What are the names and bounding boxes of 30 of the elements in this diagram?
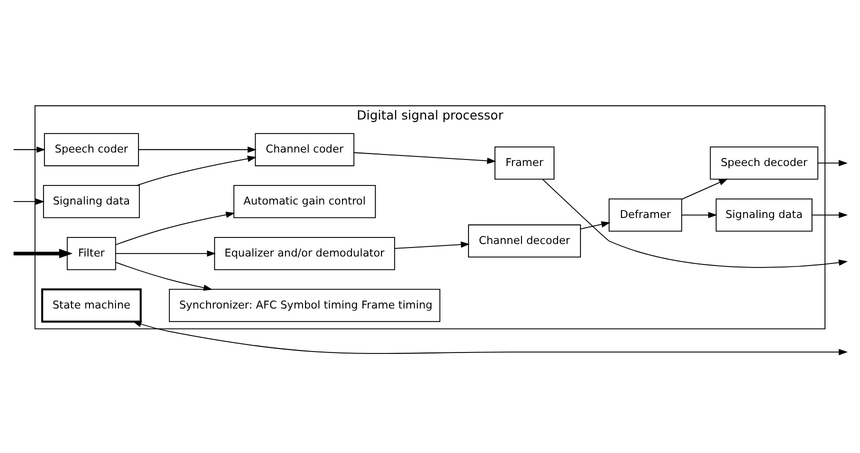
node-box: Deframer bbox=[608, 198, 682, 232]
node-box: State machine bbox=[41, 288, 142, 323]
arrow bbox=[115, 212, 235, 246]
arrow bbox=[580, 221, 610, 230]
node-box: Filter bbox=[66, 236, 116, 270]
node-box: Speech decoder bbox=[710, 146, 818, 180]
arrow bbox=[136, 156, 256, 186]
node-box: Channel coder bbox=[254, 133, 354, 166]
arrow bbox=[681, 178, 728, 200]
arrow bbox=[542, 178, 848, 268]
node-box: Equalizer and/or demodulator bbox=[214, 236, 396, 270]
node-box: Signaling data bbox=[716, 198, 812, 232]
node-box: Signaling data bbox=[43, 185, 140, 218]
node-box: Automatic gain control bbox=[233, 185, 376, 218]
node-box: Synchronizer: AFC Symbol timing Frame timing bbox=[168, 288, 440, 322]
node-box: Channel decoder bbox=[468, 224, 581, 258]
arrow bbox=[13, 198, 45, 205]
arrow bbox=[681, 212, 718, 218]
arrow bbox=[14, 248, 73, 258]
arrow bbox=[394, 241, 470, 249]
arrow bbox=[812, 212, 848, 218]
arrow bbox=[138, 146, 257, 153]
arrow bbox=[115, 262, 213, 291]
node-box: Framer bbox=[494, 146, 554, 180]
arrow bbox=[132, 321, 848, 356]
arrow bbox=[13, 146, 46, 153]
arrow bbox=[353, 152, 496, 164]
arrow bbox=[818, 160, 848, 166]
node-box: Speech coder bbox=[44, 133, 139, 166]
arrow bbox=[115, 250, 216, 257]
